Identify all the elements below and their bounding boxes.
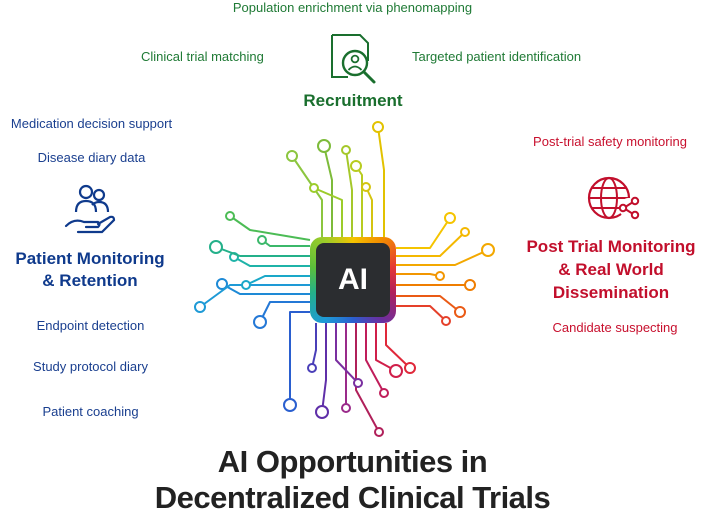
circuit-trace-29 bbox=[261, 239, 310, 247]
circuit-trace-3 bbox=[345, 149, 353, 237]
ai-chip-label: AI bbox=[316, 243, 390, 317]
circuit-node-28 bbox=[209, 240, 223, 254]
circuit-node-8 bbox=[460, 227, 470, 237]
circuit-node-14 bbox=[404, 362, 416, 374]
recruitment-item-left: Clinical trial matching bbox=[141, 49, 264, 64]
recruitment-heading: Recruitment bbox=[303, 91, 403, 110]
post-trial-item-safety: Post-trial safety monitoring bbox=[533, 134, 687, 149]
circuit-node-18 bbox=[341, 403, 351, 413]
circuit-node-21 bbox=[307, 363, 317, 373]
circuit-node-5 bbox=[361, 182, 371, 192]
patient-item-endpoint: Endpoint detection bbox=[36, 318, 145, 333]
post-trial-item-candidate: Candidate suspecting bbox=[552, 320, 678, 335]
circuit-node-10 bbox=[435, 271, 445, 281]
hand-people-icon bbox=[64, 184, 116, 234]
circuit-node-17 bbox=[374, 427, 384, 437]
circuit-node-13 bbox=[441, 316, 451, 326]
circuit-trace-14 bbox=[385, 323, 411, 369]
circuit-trace-20 bbox=[321, 323, 327, 413]
circuit-node-15 bbox=[389, 364, 403, 378]
circuit-trace-1 bbox=[323, 145, 333, 237]
patient-item-protocol: Study protocol diary bbox=[33, 359, 148, 374]
circuit-trace-22 bbox=[289, 311, 310, 405]
circuit-trace-6 bbox=[377, 126, 385, 237]
circuit-trace-19 bbox=[335, 323, 359, 384]
circuit-trace-5 bbox=[365, 186, 373, 237]
circuit-node-22 bbox=[283, 398, 297, 412]
recruitment-item-right: Targeted patient identification bbox=[412, 49, 582, 64]
post-trial-heading-line2: & Real World bbox=[558, 260, 664, 279]
circuit-node-25 bbox=[194, 301, 206, 313]
post-trial-heading-line3: Dissemination bbox=[552, 283, 670, 302]
main-title-line2: Decentralized Clinical Trials bbox=[154, 480, 551, 515]
circuit-node-9 bbox=[481, 243, 495, 257]
circuit-trace-15 bbox=[375, 323, 397, 372]
circuit-trace-23 bbox=[259, 301, 310, 323]
circuit-node-29 bbox=[257, 235, 267, 245]
circuit-trace-17 bbox=[355, 323, 380, 433]
circuit-node-20 bbox=[315, 405, 329, 419]
circuit-node-12 bbox=[454, 306, 466, 318]
circuit-trace-16 bbox=[365, 323, 385, 394]
circuit-trace-28 bbox=[215, 246, 310, 257]
post-trial-heading-line1: Post Trial Monitoring bbox=[526, 237, 696, 256]
main-title-line1: AI Opportunities in bbox=[217, 444, 488, 479]
circuit-trace-10 bbox=[396, 273, 441, 277]
patient-heading-line1: Patient Monitoring bbox=[15, 249, 165, 268]
patient-item-diary: Disease diary data bbox=[37, 150, 146, 165]
patient-item-coaching: Patient coaching bbox=[42, 404, 139, 419]
recruitment-item-top: Population enrichment via phenomapping bbox=[232, 0, 473, 15]
circuit-node-11 bbox=[464, 279, 476, 291]
circuit-trace-12 bbox=[396, 295, 461, 313]
circuit-node-2 bbox=[309, 183, 319, 193]
patient-heading-line2: & Retention bbox=[42, 271, 138, 290]
circuit-trace-2 bbox=[313, 187, 343, 237]
globe-network-icon bbox=[587, 176, 640, 220]
circuit-node-16 bbox=[379, 388, 389, 398]
circuit-trace-7 bbox=[396, 217, 451, 249]
circuit-trace-26 bbox=[245, 275, 310, 286]
circuit-node-19 bbox=[353, 378, 363, 388]
circuit-trace-4 bbox=[355, 165, 363, 237]
circuit-node-7 bbox=[444, 212, 456, 224]
circuit-node-1 bbox=[317, 139, 331, 153]
circuit-node-6 bbox=[372, 121, 384, 133]
ai-chip: AI bbox=[310, 237, 396, 323]
magnifier-person-document-icon bbox=[331, 34, 376, 84]
circuit-trace-9 bbox=[396, 249, 489, 266]
circuit-trace-0 bbox=[291, 155, 323, 237]
circuit-node-3 bbox=[341, 145, 351, 155]
patient-item-medication: Medication decision support bbox=[10, 116, 173, 131]
circuit-trace-25 bbox=[199, 284, 310, 308]
circuit-trace-30 bbox=[229, 215, 311, 241]
circuit-trace-21 bbox=[311, 323, 317, 369]
circuit-node-4 bbox=[350, 160, 362, 172]
circuit-node-24 bbox=[216, 278, 228, 290]
circuit-node-23 bbox=[253, 315, 267, 329]
circuit-trace-27 bbox=[233, 256, 310, 267]
circuit-node-0 bbox=[286, 150, 298, 162]
circuit-trace-13 bbox=[396, 305, 447, 322]
circuit-node-30 bbox=[225, 211, 235, 221]
circuit-trace-8 bbox=[396, 231, 466, 257]
circuit-node-26 bbox=[241, 280, 251, 290]
